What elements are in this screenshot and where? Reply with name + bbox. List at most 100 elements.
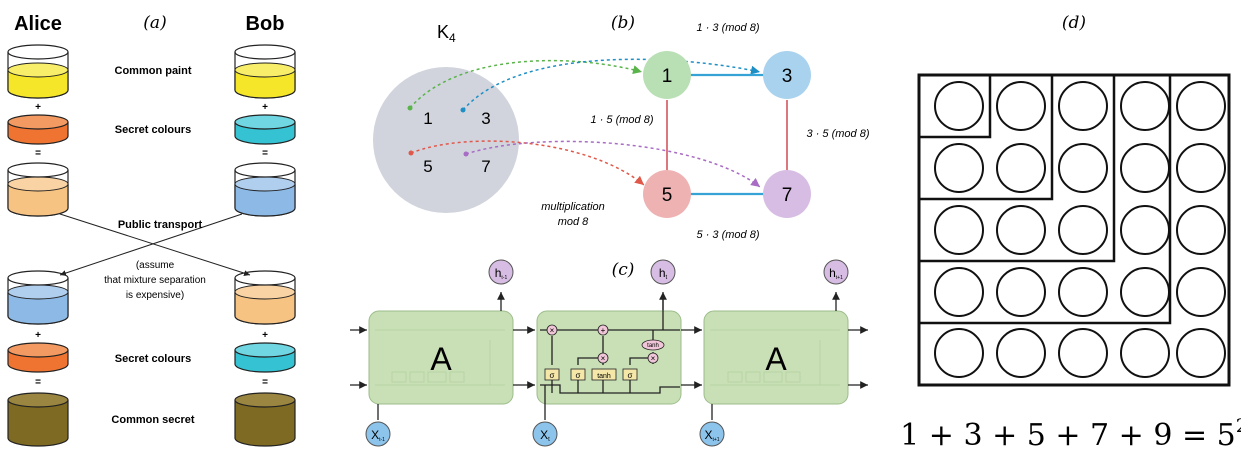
grid-circle xyxy=(1058,267,1108,317)
bob-received-can xyxy=(234,270,296,325)
grid-circle xyxy=(1058,205,1108,255)
hidden-state-next xyxy=(823,259,849,285)
panel-c-label: (c) xyxy=(612,260,635,280)
grid-circle xyxy=(1176,143,1226,193)
gnomon-1 xyxy=(919,75,992,139)
cell-a-label: A xyxy=(430,341,452,377)
hidden-state-current xyxy=(650,259,676,285)
edge-label-1-5: 1 · 5 (mod 8) xyxy=(591,114,654,126)
bob-mixture-can xyxy=(234,162,296,217)
mapping-arrow xyxy=(410,140,645,186)
node-5 xyxy=(643,170,691,218)
sigma-label: σ xyxy=(628,371,633,380)
input-label: Xt-1 xyxy=(371,428,385,443)
grid-circle xyxy=(1176,328,1226,378)
alice-mixture-can xyxy=(7,162,69,217)
grid-circle xyxy=(1120,143,1170,193)
input-label: Xt xyxy=(540,428,550,443)
grid-circle xyxy=(996,328,1046,378)
multiplication-label-1: multiplication xyxy=(541,201,605,213)
plus-sign: + xyxy=(262,330,268,341)
circle-grid xyxy=(934,81,1226,378)
alice-secret-colour-disc-2 xyxy=(7,342,69,373)
input-label: Xt+1 xyxy=(704,428,719,443)
bob-label: Bob xyxy=(246,13,285,35)
panel-a-label: (a) xyxy=(143,13,166,33)
assume-line-3: is expensive) xyxy=(126,290,184,301)
grid-circle xyxy=(1120,328,1170,378)
assume-line-2: that mixture separation xyxy=(104,275,206,286)
alice-received-can xyxy=(7,270,69,325)
k4-label: K4 xyxy=(437,22,456,45)
set-element: 5 xyxy=(423,157,432,176)
grid-circle xyxy=(996,81,1046,131)
assume-line-1: (assume xyxy=(136,260,175,271)
edge-label-1-3: 1 · 3 (mod 8) xyxy=(697,22,760,34)
add-op xyxy=(597,324,609,336)
panel-d: (d) 1 + 3 + 5 + 7 + 9 = 52 xyxy=(900,13,1241,451)
svg-text:+: + xyxy=(601,326,606,335)
common-secret-label: Common secret xyxy=(111,414,194,426)
node-3 xyxy=(763,51,811,99)
grid-circle xyxy=(1120,267,1170,317)
tanh-label: tanh xyxy=(597,373,611,380)
cell-a-label: A xyxy=(765,341,787,377)
set-element: 1 xyxy=(423,109,432,128)
grid-circle xyxy=(934,328,984,378)
edge-label-5-7: 5 · 3 (mod 8) xyxy=(697,229,760,241)
grid-circle xyxy=(1058,81,1108,131)
set-element: 7 xyxy=(481,157,490,176)
grid-circle xyxy=(934,143,984,193)
grid-circle xyxy=(996,205,1046,255)
grid-circle xyxy=(1176,205,1226,255)
panel-d-label: (d) xyxy=(1062,13,1086,33)
faded-internals xyxy=(710,329,840,386)
grid-circle xyxy=(1176,267,1226,317)
multiply-op xyxy=(647,352,659,364)
svg-text:×: × xyxy=(651,354,656,363)
panel-c: (c) A A xyxy=(350,259,868,447)
transport-arrow xyxy=(59,213,251,277)
node-1 xyxy=(643,51,691,99)
multiply-op xyxy=(546,324,558,336)
alice-common-secret-can xyxy=(7,392,69,447)
node-label: 3 xyxy=(782,66,793,87)
sigma-gate xyxy=(544,368,560,381)
bob-secret-colour-disc-2 xyxy=(234,342,296,373)
transport-arrow xyxy=(59,213,243,276)
equals-sign: = xyxy=(35,377,41,388)
gnomon-7 xyxy=(919,75,1172,325)
alice-secret-colour-disc xyxy=(7,114,69,145)
mapping-arrow xyxy=(409,59,643,109)
set-circle xyxy=(373,67,519,213)
hidden-state-label: ht xyxy=(659,266,668,281)
grid-circle xyxy=(1120,205,1170,255)
bob-secret-colour-disc xyxy=(234,114,296,145)
faded-internals xyxy=(375,329,505,386)
sigma-label: σ xyxy=(576,371,581,380)
public-transport-label: Public transport xyxy=(118,219,203,231)
edge-label-3-7: 3 · 5 (mod 8) xyxy=(807,128,870,140)
svg-text:tanh: tanh xyxy=(647,343,659,349)
hidden-state-label: ht-1 xyxy=(495,266,508,281)
hidden-state-label: ht+1 xyxy=(829,266,843,281)
alice-label: Alice xyxy=(14,13,62,35)
mapping-arrow xyxy=(462,58,761,111)
lstm-internals xyxy=(540,298,680,394)
lstm-cell-prev xyxy=(368,310,514,405)
tanh-gate xyxy=(591,368,617,381)
grid-circle xyxy=(1176,81,1226,131)
plus-sign: + xyxy=(35,330,41,341)
panel-b-label: (b) xyxy=(611,13,635,33)
sigma-gate xyxy=(622,368,638,381)
sigma-gate xyxy=(570,368,586,381)
equals-sign: = xyxy=(262,148,268,159)
equals-sign: = xyxy=(262,377,268,388)
tanh-op xyxy=(641,339,665,351)
node-7 xyxy=(763,170,811,218)
set-element: 3 xyxy=(481,109,490,128)
node-label: 5 xyxy=(662,185,673,206)
bob-common-paint-can xyxy=(234,44,296,99)
gnomon-3 xyxy=(919,75,1054,201)
